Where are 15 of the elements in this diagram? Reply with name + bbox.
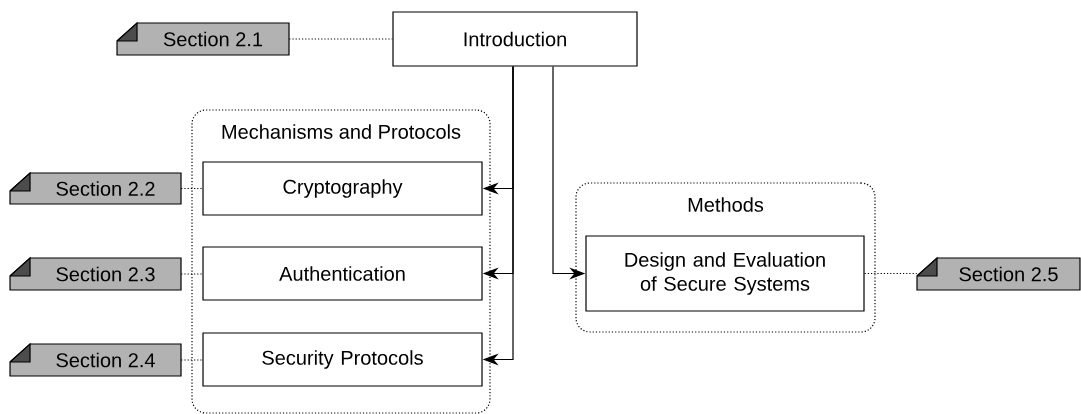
connector-line xyxy=(864,272,918,275)
section-tag: Section 2.4 xyxy=(8,342,182,377)
process-box: Authentication xyxy=(202,246,483,301)
process-box: Introduction xyxy=(392,11,638,67)
connector-line xyxy=(288,38,393,40)
connector-line xyxy=(180,359,203,361)
section-tag: Section 2.5 xyxy=(915,256,1081,291)
connector-line xyxy=(180,187,203,190)
process-box: Cryptography xyxy=(202,161,483,216)
process-box: Design and Evaluation of Secure Systems xyxy=(585,235,865,312)
section-tag: Section 2.1 xyxy=(115,21,290,56)
section-tag: Section 2.2 xyxy=(8,171,182,205)
process-box: Security Protocols xyxy=(202,332,483,387)
connector-line xyxy=(180,273,203,275)
section-tag: Section 2.3 xyxy=(8,256,182,291)
